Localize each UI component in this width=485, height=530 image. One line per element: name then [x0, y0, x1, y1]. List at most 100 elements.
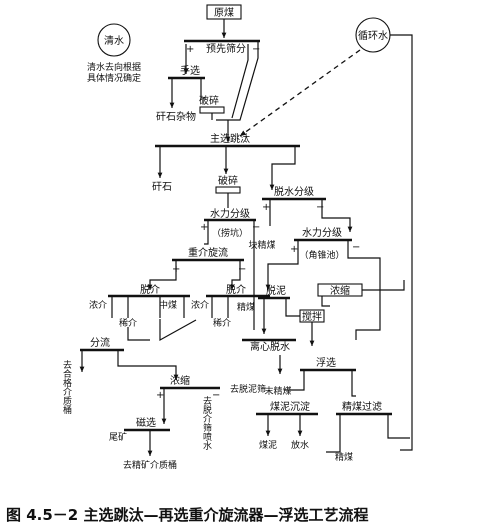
centrifuge-node: 离心脱水 — [242, 338, 296, 353]
right-dm-screen-node: 脱介 浓介 精煤 — [191, 283, 270, 313]
to-screen-spray-label: 去脱介筛喷水 — [201, 395, 212, 450]
gangue-impurities-label: 矸石杂物 — [156, 110, 196, 123]
hydro-classify2-note: （角锥池） — [299, 249, 344, 261]
crusher2-label: 破碎 — [218, 174, 238, 187]
lump-clean-coal-label: 块精煤 — [248, 239, 275, 251]
figure-caption: 图 4.5－2 主选跳汰—再选重介旋流器—浮选工艺流程 — [6, 506, 368, 524]
fine-clean-coal-label: 精煤 — [335, 451, 353, 463]
flotation-node: 浮选 — [300, 356, 356, 372]
mag-sep-node: 磁选 — [124, 416, 170, 432]
minus-sign: − — [212, 390, 220, 401]
splitter-label: 分流 — [90, 336, 110, 349]
to-medium-tank-label: 去精矿介质桶 — [123, 459, 177, 471]
coarse-clean-coal-label: 末精煤 — [264, 385, 291, 397]
prescreen-label: 预先筛分 — [206, 42, 246, 55]
clear-water-note-2: 具体情况确定 — [87, 72, 141, 84]
minus-sign: − — [252, 222, 260, 233]
clear-water-note-1: 清水去向根据 — [87, 61, 141, 73]
flow-line — [351, 371, 356, 397]
dewater-grading-node: 脱水分级 + − — [262, 185, 326, 213]
hydro-classify1-label: 水力分级 — [210, 207, 250, 220]
coal-slime-label: 煤泥 — [259, 439, 277, 451]
minus-sign: − — [252, 44, 260, 55]
flow-line — [117, 351, 179, 380]
return-pipe-line — [400, 305, 413, 451]
minus-sign: − — [316, 202, 324, 213]
crusher2-node: 破碎 — [215, 174, 241, 194]
flow-line — [326, 415, 341, 453]
flow-line — [159, 319, 197, 342]
tailings-label: 尾矿 — [109, 431, 127, 443]
flow-line — [265, 241, 299, 290]
flow-line — [200, 79, 205, 99]
hydro-classify1-note: （捞坑） — [212, 227, 248, 239]
desliming-label: 脱泥 — [266, 284, 286, 297]
plus-sign: + — [200, 222, 208, 233]
left-dilute-medium-label: 稀介 — [119, 317, 137, 329]
thickening2-label: 浓缩 — [170, 374, 190, 387]
raw-coal-node: 原煤 — [206, 4, 242, 20]
plus-sign: + — [186, 44, 194, 55]
discharge-water-label: 放水 — [291, 439, 309, 451]
stirring-label: 搅拌 — [302, 310, 322, 323]
flow-line — [204, 221, 209, 245]
plus-sign: + — [156, 390, 164, 401]
circulating-water-label: 循环水 — [358, 29, 388, 42]
flow-line — [269, 147, 296, 190]
slime-settling-node: 煤泥沉淀 — [256, 400, 318, 416]
slime-settling-label: 煤泥沉淀 — [270, 400, 310, 413]
desliming-node: 脱泥 — [258, 284, 290, 300]
flow-line — [127, 327, 150, 341]
main-jig-label: 主选跳汰 — [210, 132, 250, 145]
stirring-node: 搅拌 — [299, 309, 325, 323]
hydro-classify2-node: 水力分级 （角锥池） + − — [290, 226, 360, 261]
raw-coal-label: 原煤 — [214, 6, 234, 19]
clean-filter-node: 精煤过滤 — [336, 400, 392, 416]
left-dense-medium-label: 浓介 — [89, 300, 107, 311]
middlings-label: 中煤 — [159, 299, 177, 311]
circulating-water-dashed-line — [239, 49, 361, 137]
hand-pick-label: 手选 — [180, 64, 200, 77]
flotation-label: 浮选 — [316, 356, 336, 369]
minus-sign: − — [352, 242, 360, 253]
right-dilute-medium-label: 稀介 — [213, 317, 231, 329]
clear-water-node: 清水 清水去向根据 具体情况确定 — [87, 23, 141, 84]
dense-cyclone-node: 重介旋流 + − — [172, 246, 246, 275]
centrifuge-label: 离心脱水 — [250, 340, 290, 353]
clear-water-label: 清水 — [104, 34, 124, 47]
to-medium-bucket-label: 去合格介质桶 — [61, 359, 72, 415]
thickening1-label: 浓缩 — [330, 284, 350, 297]
hopper-inner — [231, 44, 249, 119]
circulating-water-line — [390, 34, 413, 305]
main-jig-node: 主选跳汰 — [155, 132, 300, 148]
splitter-node: 分流 — [80, 336, 124, 352]
flow-line — [229, 261, 241, 290]
crusher1-label: 破碎 — [199, 94, 219, 107]
flow-line — [347, 241, 381, 290]
circulating-water-node: 循环水 — [355, 17, 391, 53]
flow-line — [284, 371, 305, 391]
to-deslime-screen-label: 去脱泥筛 — [230, 383, 266, 395]
mag-sep-label: 磁选 — [136, 416, 156, 429]
plus-sign: + — [290, 244, 298, 255]
prescreen-node: 预先筛分 + − — [184, 39, 260, 55]
flow-line — [321, 296, 330, 307]
flow-line — [355, 290, 381, 340]
right-dense-medium-label: 浓介 — [191, 300, 209, 311]
thickening2-node: 浓缩 + − — [156, 374, 220, 401]
flow-line — [387, 415, 410, 439]
flow-line — [285, 299, 300, 317]
flow-line — [147, 261, 177, 290]
gangue-label: 矸石 — [152, 181, 172, 193]
flow-line — [321, 200, 353, 232]
hydro-classify1-node: 水力分级 （捞坑） + − — [200, 207, 260, 239]
crusher1-node: 破碎 — [199, 94, 225, 114]
clean-filter-label: 精煤过滤 — [342, 400, 382, 413]
dewater-grading-label: 脱水分级 — [274, 185, 314, 198]
plus-sign: + — [262, 202, 270, 213]
thickening1-node: 浓缩 — [317, 283, 363, 297]
minus-sign: − — [238, 264, 246, 275]
clean-coal-label: 精煤 — [237, 301, 255, 313]
left-dm-screen-label: 脱介 — [140, 283, 160, 296]
